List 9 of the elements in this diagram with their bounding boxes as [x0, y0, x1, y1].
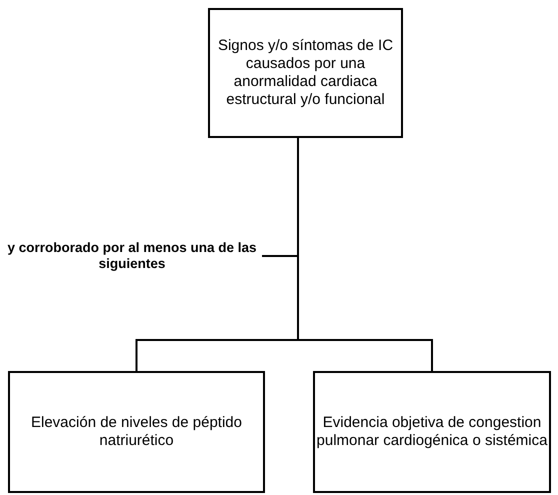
box-text: Evidencia objetiva de congestion pulmonar cardiogénica o sistémica	[316, 414, 548, 450]
leader-line	[262, 255, 298, 257]
box-text: Elevación de niveles de péptido natriurético	[30, 414, 243, 450]
process-box	[8, 371, 265, 493]
process-box	[313, 371, 551, 493]
box-text: Signos y/o síntomas de IC causados por una anormalidad cardiaca estructural y/o funcional	[216, 37, 394, 109]
process-box	[208, 8, 403, 138]
connector-line	[297, 138, 433, 371]
annotation-text: y corroborado por al menos una de las siguientes	[6, 240, 258, 272]
